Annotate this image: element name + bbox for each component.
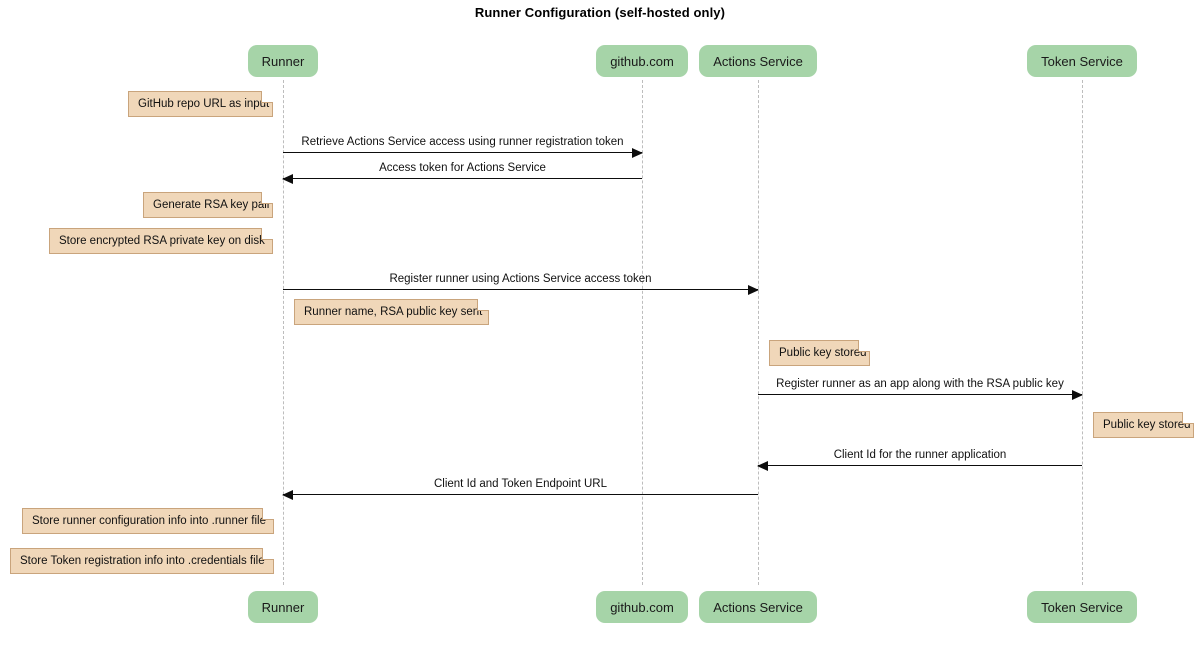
message-label-m4: Register runner as an app along with the… [776, 378, 1064, 390]
note-fold-corner-icon [262, 508, 274, 520]
note-fold-corner-icon [477, 299, 489, 311]
participant-github-bottom[interactable]: github.com [596, 591, 688, 623]
message-label-m1: Retrieve Actions Service access using ru… [301, 136, 624, 148]
note-n4: Runner name, RSA public key sent [294, 299, 489, 325]
arrowhead-left-icon [757, 461, 768, 471]
note-fold-corner-icon [858, 340, 870, 352]
note-label: Store runner configuration info into .ru… [32, 515, 266, 527]
lifeline-github [642, 80, 643, 585]
participant-token-top[interactable]: Token Service [1027, 45, 1137, 77]
lifeline-runner [283, 80, 284, 585]
note-n3: Store encrypted RSA private key on disk [49, 228, 273, 254]
participant-label: Runner [261, 53, 305, 69]
participant-label: Actions Service [713, 599, 803, 615]
arrowhead-right-icon [632, 148, 643, 158]
participant-actions-top[interactable]: Actions Service [699, 45, 817, 77]
message-label-m6: Client Id and Token Endpoint URL [433, 478, 608, 490]
message-m2: Access token for Actions Service [282, 162, 642, 184]
note-fold-corner-icon [261, 228, 273, 240]
note-label: Runner name, RSA public key sent [304, 306, 483, 318]
page-title: Runner Configuration (self-hosted only) [474, 5, 726, 20]
participant-token-bottom[interactable]: Token Service [1027, 591, 1137, 623]
participant-runner-top[interactable]: Runner [247, 45, 319, 77]
note-label: Store Token registration info into .cred… [20, 555, 265, 567]
message-label-m2: Access token for Actions Service [379, 162, 546, 174]
message-m4: Register runner as an app along with the… [758, 378, 1083, 400]
note-n6: Public key stored [1093, 412, 1194, 438]
message-m5: Client Id for the runner application [757, 449, 1082, 471]
note-label: Generate RSA key pair [153, 199, 271, 211]
note-fold-corner-icon [262, 548, 274, 560]
arrowhead-right-icon [1072, 390, 1083, 400]
participant-label: Actions Service [713, 53, 803, 69]
arrowhead-right-icon [748, 285, 759, 295]
message-m1: Retrieve Actions Service access using ru… [283, 136, 643, 158]
participant-actions-bottom[interactable]: Actions Service [699, 591, 817, 623]
note-n8: Store Token registration info into .cred… [10, 548, 274, 574]
note-fold-corner-icon [261, 192, 273, 204]
lifeline-token [1082, 80, 1083, 585]
arrowhead-left-icon [282, 490, 293, 500]
participant-runner-bottom[interactable]: Runner [247, 591, 319, 623]
note-label: Store encrypted RSA private key on disk [59, 235, 265, 247]
participant-label: Runner [261, 599, 305, 615]
note-label: Public key stored [1103, 419, 1191, 431]
note-fold-corner-icon [1182, 412, 1194, 424]
participant-label: github.com [610, 53, 674, 69]
participant-label: github.com [610, 599, 674, 615]
note-n7: Store runner configuration info into .ru… [22, 508, 274, 534]
participant-label: Token Service [1041, 53, 1123, 69]
participant-github-top[interactable]: github.com [596, 45, 688, 77]
note-label: Public key stored [779, 347, 867, 359]
note-n1: GitHub repo URL as input [128, 91, 273, 117]
message-label-m5: Client Id for the runner application [833, 449, 1007, 461]
note-n5: Public key stored [769, 340, 870, 366]
participant-label: Token Service [1041, 599, 1123, 615]
note-fold-corner-icon [261, 91, 273, 103]
message-label-m3: Register runner using Actions Service ac… [389, 273, 652, 285]
note-label: GitHub repo URL as input [138, 98, 270, 110]
lifeline-actions [758, 80, 759, 585]
message-m3: Register runner using Actions Service ac… [283, 273, 759, 295]
message-m6: Client Id and Token Endpoint URL [282, 478, 758, 500]
arrowhead-left-icon [282, 174, 293, 184]
note-n2: Generate RSA key pair [143, 192, 273, 218]
